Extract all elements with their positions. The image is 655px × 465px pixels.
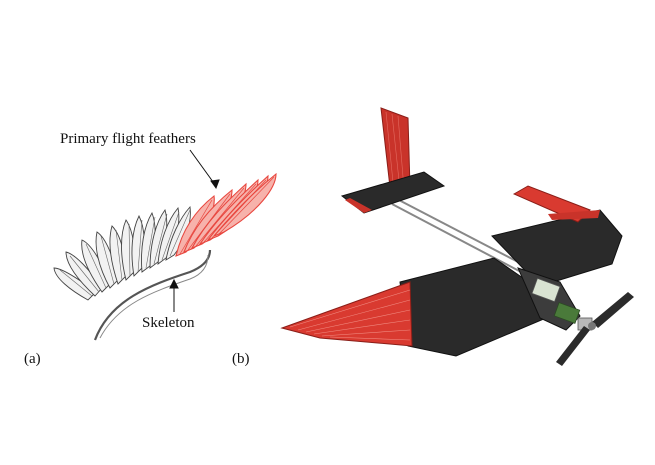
panel-a-label: (a) bbox=[24, 351, 41, 367]
panel-b-robot-photo: (b) bbox=[232, 107, 634, 367]
circuit-board bbox=[553, 302, 581, 324]
left-wing-feather-ribs bbox=[289, 289, 411, 341]
feathers-arrow bbox=[189, 149, 220, 190]
secondary-feathers bbox=[53, 205, 191, 301]
primary-feather-shafts bbox=[179, 176, 275, 255]
wing-skeleton-inner bbox=[99, 254, 209, 339]
horizontal-tail-edge bbox=[345, 198, 372, 213]
propeller bbox=[556, 292, 634, 366]
feathers-annotation: Primary flight feathers bbox=[60, 131, 196, 147]
skeleton-arrow bbox=[169, 278, 179, 312]
panel-b-label: (b) bbox=[232, 351, 250, 367]
right-wing-feather-edge bbox=[548, 210, 600, 220]
battery-module bbox=[531, 277, 561, 303]
tail-fin-ribs bbox=[385, 111, 405, 193]
secondary-feather-shafts bbox=[59, 209, 191, 297]
skeleton-annotation: Skeleton bbox=[142, 315, 195, 331]
primary-flight-feathers bbox=[175, 172, 277, 257]
panel-a-wing-drawing: Primary flight feathers Skeleton (a) bbox=[24, 131, 277, 367]
